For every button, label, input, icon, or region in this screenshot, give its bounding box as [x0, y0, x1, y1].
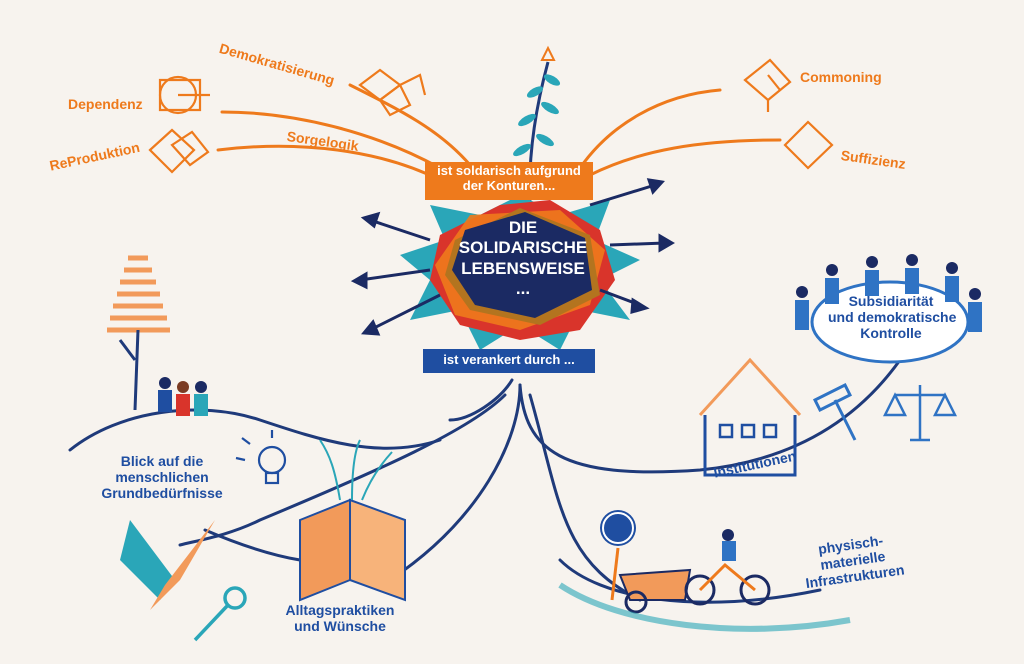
top-banner-line1: ist soldarisch aufgrund: [437, 163, 581, 178]
lightbulb-icon: [235, 430, 287, 485]
bike-path-sign-icon: [600, 510, 636, 601]
label-blick-line3: Grundbedürfnisse: [101, 485, 223, 502]
demokratisierung-icon: [358, 68, 427, 117]
tree-icon: [107, 255, 170, 411]
bottom-banner-label: ist verankert durch ...: [443, 352, 575, 367]
label-commoning: Commoning: [800, 69, 882, 85]
commoning-icon: [743, 58, 792, 112]
bottom-banner: ist verankert durch ...: [423, 352, 595, 368]
central-title-line4: ...: [515, 279, 531, 299]
radiating-arrows: [350, 178, 675, 336]
label-blick-line1: Blick auf die: [120, 453, 204, 469]
top-banner: ist soldarisch aufgrund der Konturen...: [425, 163, 593, 194]
label-alltag-line1: Alltagspraktiken: [285, 602, 395, 618]
label-subsidiaritaet-line3: Kontrolle: [860, 325, 922, 342]
road-arc: [558, 582, 851, 632]
central-title-line3: LEBENSWEISE: [461, 258, 585, 278]
central-title-line2: SOLIDARISCHE: [458, 238, 588, 258]
suffizienz-icon: [783, 120, 834, 170]
anchor-branches: [68, 358, 902, 604]
children-group-icon: [158, 377, 208, 416]
wrench-icon: [193, 586, 247, 642]
central-title-line1: DIE: [508, 218, 538, 237]
handshake-icon: [120, 520, 215, 610]
book-with-plants-icon: [299, 439, 406, 602]
institution-house-icon: [698, 357, 802, 477]
reproduktion-icon: [148, 128, 210, 174]
top-banner-bg: [425, 162, 593, 200]
central-title: DIE SOLIDARISCHE LEBENSWEISE ...: [448, 218, 598, 300]
label-alltagspraktiken: Alltagspraktiken und Wünsche: [280, 602, 400, 634]
cargo-bike-icon: [618, 529, 771, 614]
contour-branches: [216, 83, 782, 182]
label-dependenz: Dependenz: [68, 96, 143, 112]
label-subsidiaritaet-line2: und demokratische: [828, 309, 957, 326]
label-alltag-line2: und Wünsche: [294, 618, 386, 635]
gavel-icon: [812, 382, 857, 441]
label-blick: Blick auf die menschlichen Grundbedürfni…: [92, 453, 232, 501]
central-starburst: [400, 195, 640, 350]
label-subsidiaritaet: Subsidiarität und demokratische Kontroll…: [828, 293, 957, 342]
dependenz-icon: [158, 75, 210, 115]
round-table-people-icon: [795, 254, 982, 364]
bottom-banner-bg: [423, 349, 595, 373]
label-subsidiaritaet-line1: Subsidiarität: [848, 293, 934, 309]
scales-icon: [882, 385, 958, 442]
label-blick-line2: menschlichen: [115, 469, 209, 486]
top-banner-line2: der Konturen...: [462, 177, 556, 193]
